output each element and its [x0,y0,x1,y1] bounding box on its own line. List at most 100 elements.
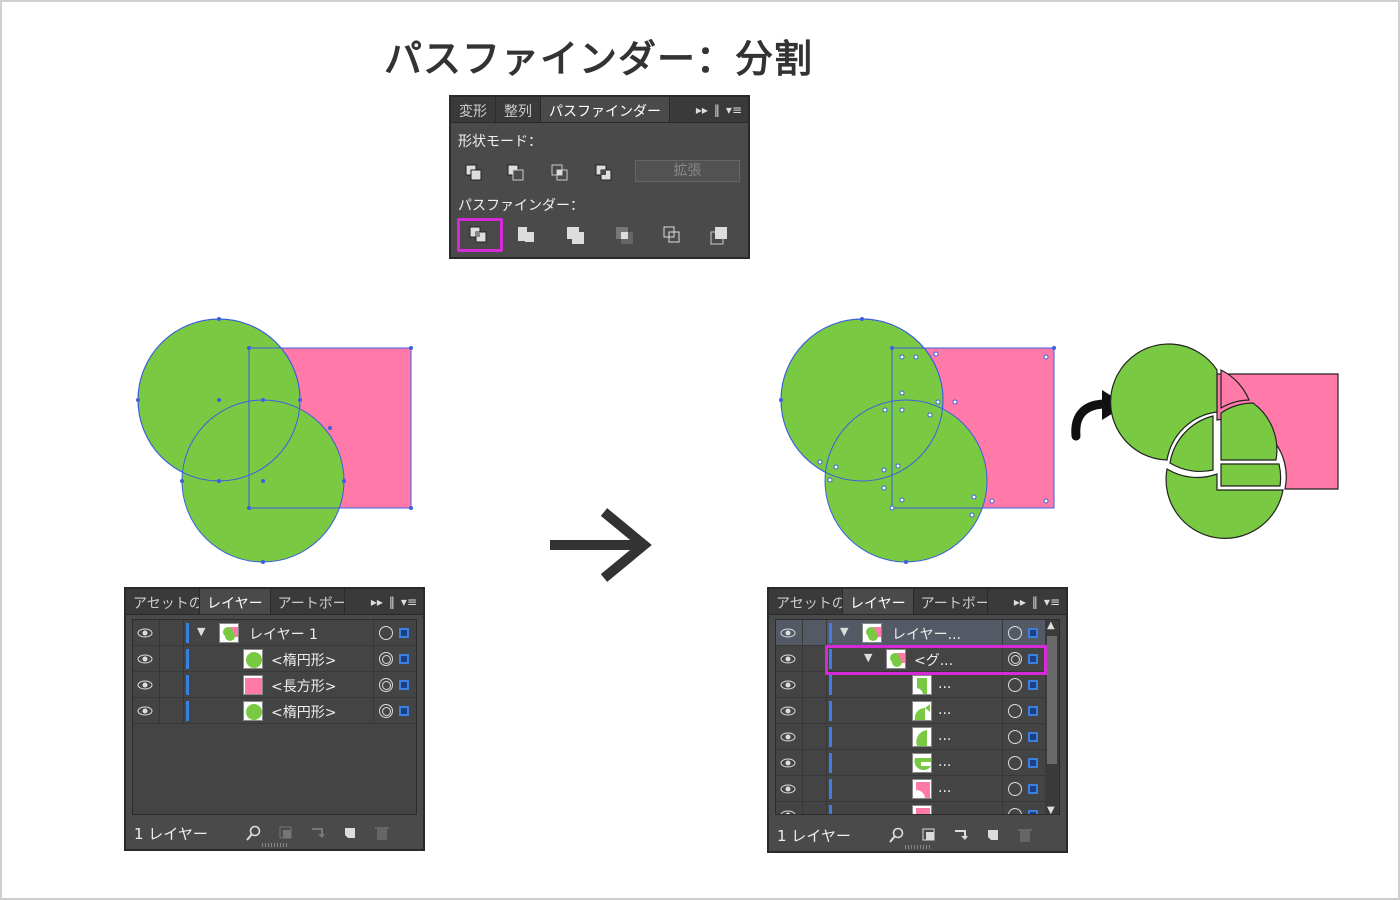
group-name[interactable]: <グ... [914,653,954,669]
selection-indicator[interactable] [1028,680,1038,690]
target-icon[interactable] [379,626,393,640]
panel-menu-icon[interactable]: ▾≡ [1043,594,1060,609]
eye-icon[interactable] [780,703,796,719]
resize-grip[interactable] [261,843,288,847]
selection-indicator[interactable] [1028,810,1038,814]
target-icon[interactable] [1008,730,1022,744]
search-icon[interactable] [246,825,262,841]
tab-pathfinder[interactable]: パスファインダー [541,97,670,122]
divide-icon[interactable] [468,224,490,246]
selection-indicator[interactable] [399,706,409,716]
scroll-up-icon[interactable]: ▲ [1047,620,1055,631]
layer-item-row[interactable]: <長方形> [133,672,416,698]
item-name[interactable]: ... [938,754,952,770]
target-icon[interactable] [379,652,393,666]
eye-icon[interactable] [780,625,796,641]
layer-item-row-partial[interactable] [776,802,1045,815]
trash-icon[interactable] [1017,827,1033,843]
panel-menu-icon[interactable]: ▾≡ [400,594,417,609]
target-icon[interactable] [1008,782,1022,796]
item-name[interactable]: ... [938,780,952,796]
resize-grip[interactable] [904,845,931,849]
tab-assets[interactable]: アセットの [126,589,200,614]
intersect-icon[interactable] [549,162,571,184]
layers-scrollbar[interactable]: ▲ ▼ [1045,620,1059,815]
selection-indicator[interactable] [399,654,409,664]
selection-indicator[interactable] [1028,758,1038,768]
layer-row[interactable]: ▼ レイヤー... [776,620,1045,646]
new-layer-icon[interactable] [985,827,1001,843]
minus-back-icon[interactable] [708,224,730,246]
disclosure-triangle-icon[interactable]: ▼ [864,651,873,664]
scroll-thumb[interactable] [1047,636,1057,764]
crop-icon[interactable] [613,224,635,246]
collapse-icon[interactable]: ▸▸ [695,102,708,117]
eye-icon[interactable] [780,807,796,815]
layer-item-row[interactable]: <楕円形> [133,698,416,724]
item-name[interactable]: ... [938,702,952,718]
eye-icon[interactable] [780,781,796,797]
minus-front-icon[interactable] [505,162,527,184]
eye-icon[interactable] [137,625,153,641]
tab-artboards[interactable]: アートボー [271,589,345,614]
target-icon[interactable] [1008,652,1022,666]
layer-item-row[interactable]: ... [776,776,1045,802]
expand-button[interactable]: 拡張 [635,160,740,182]
item-name[interactable]: ... [938,676,952,692]
scroll-down-icon[interactable]: ▼ [1047,805,1055,815]
selection-indicator[interactable] [1028,784,1038,794]
trim-icon[interactable] [515,224,537,246]
layer-name[interactable]: レイヤー 1 [249,627,318,643]
item-name[interactable]: <楕円形> [271,653,337,669]
target-icon[interactable] [379,704,393,718]
eye-icon[interactable] [137,677,153,693]
group-row[interactable]: ▼ <グ... [776,646,1045,672]
item-name[interactable]: <楕円形> [271,705,337,721]
clipping-mask-icon[interactable] [278,825,294,841]
eye-icon[interactable] [137,651,153,667]
eye-icon[interactable] [780,729,796,745]
trash-icon[interactable] [374,825,390,841]
collapse-icon[interactable]: ▸▸ [370,594,383,609]
clipping-mask-icon[interactable] [921,827,937,843]
eye-icon[interactable] [780,755,796,771]
new-layer-icon[interactable] [342,825,358,841]
layer-item-row[interactable]: <楕円形> [133,646,416,672]
tab-assets[interactable]: アセットの [769,589,843,614]
layer-item-row[interactable]: ... [776,724,1045,750]
tab-layers[interactable]: レイヤー [200,589,271,614]
tab-artboards[interactable]: アートボー [914,589,988,614]
tab-layers[interactable]: レイヤー [843,589,914,614]
layer-item-row[interactable]: ... [776,750,1045,776]
eye-icon[interactable] [137,703,153,719]
collapse-icon[interactable]: ▸▸ [1013,594,1026,609]
search-icon[interactable] [889,827,905,843]
panel-menu-icon[interactable]: ▾≡ [725,102,742,117]
exclude-icon[interactable] [593,162,615,184]
item-name[interactable]: ... [938,728,952,744]
selection-indicator[interactable] [1028,654,1038,664]
merge-icon[interactable] [564,224,586,246]
target-icon[interactable] [1008,808,1022,814]
disclosure-triangle-icon[interactable]: ▼ [840,625,849,638]
item-name[interactable]: <長方形> [271,679,337,695]
disclosure-triangle-icon[interactable]: ▼ [197,625,206,638]
unite-icon[interactable] [463,162,485,184]
layer-name[interactable]: レイヤー... [892,627,961,643]
layer-item-row[interactable]: ... [776,672,1045,698]
target-icon[interactable] [379,678,393,692]
selection-indicator[interactable] [399,628,409,638]
selection-indicator[interactable] [1028,628,1038,638]
new-sublayer-icon[interactable] [310,825,326,841]
target-icon[interactable] [1008,626,1022,640]
tab-align[interactable]: 整列 [496,97,541,122]
target-icon[interactable] [1008,704,1022,718]
selection-indicator[interactable] [1028,706,1038,716]
layer-row[interactable]: ▼ レイヤー 1 [133,620,416,646]
target-icon[interactable] [1008,756,1022,770]
eye-icon[interactable] [780,651,796,667]
new-sublayer-icon[interactable] [953,827,969,843]
tab-transform[interactable]: 変形 [451,97,496,122]
selection-indicator[interactable] [1028,732,1038,742]
layer-item-row[interactable]: ... [776,698,1045,724]
